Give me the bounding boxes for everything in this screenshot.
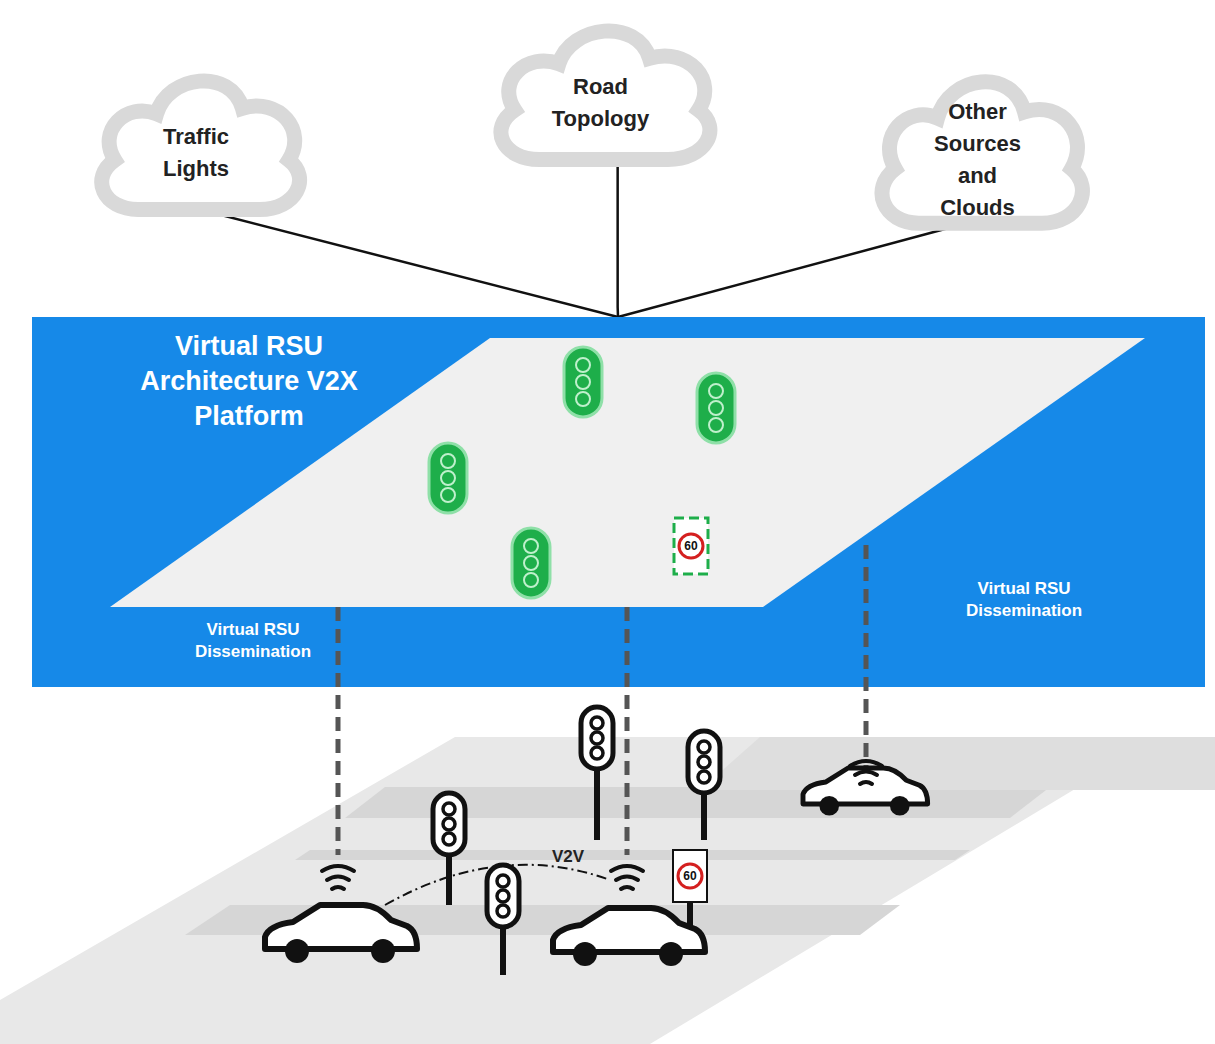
speed-sign <box>673 850 707 925</box>
wireless-symbol <box>611 866 643 889</box>
cloud-label: Other Sources and Clouds <box>922 96 1034 224</box>
car <box>553 908 705 966</box>
cloud-outline <box>102 81 300 210</box>
virtual-speed-sign <box>674 518 708 574</box>
source-connector <box>618 220 978 317</box>
cloud-label: Road Topology <box>545 71 657 135</box>
car <box>803 768 928 816</box>
cloud-outline <box>501 31 710 160</box>
virtual-traffic-light <box>697 373 735 443</box>
cloud-outline <box>882 82 1082 223</box>
wireless-symbol <box>850 761 882 784</box>
speed-limit-number: 60 <box>680 538 702 554</box>
traffic-light <box>433 707 720 975</box>
source-cloud: Traffic Lights <box>80 52 312 232</box>
road-lane <box>345 787 1050 818</box>
source-cloud: Road Topology <box>478 2 723 182</box>
wireless-symbol <box>322 866 354 889</box>
road-lane <box>185 905 900 935</box>
source-cloud: Other Sources and Clouds <box>860 50 1095 248</box>
virtual-traffic-light <box>564 347 602 417</box>
v2v-label: V2V <box>538 846 598 868</box>
speed-limit-number: 60 <box>679 868 701 884</box>
platform-title: Virtual RSU Architecture V2X Platform <box>124 329 374 434</box>
v2v-link <box>385 865 610 905</box>
dissemination-label: Virtual RSU Dissemination <box>934 578 1114 622</box>
platform-sheet <box>110 338 1145 607</box>
road-plane <box>0 737 1215 1044</box>
source-connector <box>616 157 619 317</box>
virtual-traffic-light <box>512 528 550 598</box>
road-lane <box>295 850 970 860</box>
cloud-label: Traffic Lights <box>140 121 252 185</box>
dissemination-line <box>338 545 866 855</box>
car <box>265 905 417 963</box>
dissemination-label: Virtual RSU Dissemination <box>163 619 343 663</box>
road-branch <box>700 737 1215 790</box>
source-connector <box>189 207 618 317</box>
virtual-traffic-light <box>429 443 467 513</box>
